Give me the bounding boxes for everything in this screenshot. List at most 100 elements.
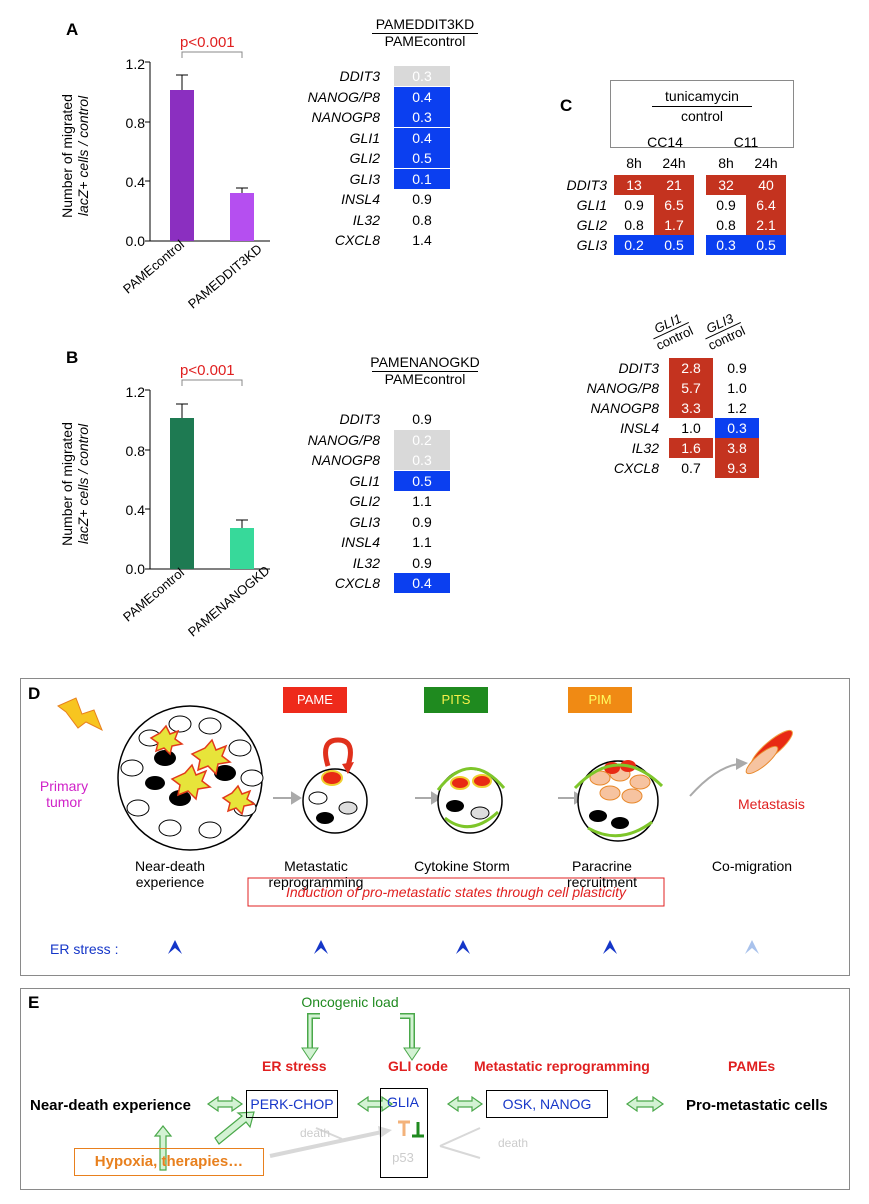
gene-value: 0.2: [394, 429, 450, 450]
gene-name: NANOG/P8: [586, 380, 659, 396]
p-value: p<0.001: [180, 362, 235, 379]
header-box: [610, 80, 794, 148]
primary-tumor-label: Primary tumor: [39, 778, 89, 810]
fold-change-cell: 3.8: [715, 438, 759, 458]
fold-change-cell: 1.0: [727, 380, 747, 396]
gene-name: INSL4: [341, 191, 380, 207]
fold-change-cell: 1.7: [654, 215, 694, 235]
gene-value: 0.5: [394, 470, 450, 491]
fold-change-cell: 0.5: [654, 235, 694, 255]
gene-value: 0.3: [394, 450, 450, 470]
gene-name: GLI2: [349, 493, 380, 509]
er-stress-label: ER stress :: [50, 941, 119, 957]
gene-name: GLI1: [576, 197, 607, 213]
stage-co-migration: Co-migration: [711, 858, 793, 874]
gene-value: 0.4: [394, 86, 450, 107]
fold-change-cell: 0.3: [706, 235, 746, 255]
er-stress-heading: ER stress: [262, 1058, 327, 1074]
gli-code-heading: GLI code: [388, 1058, 448, 1074]
ratio-bottom: PAMEcontrol: [384, 33, 466, 49]
fold-change-cell: 0.8: [624, 217, 644, 233]
gene-name: NANOGP8: [311, 109, 380, 125]
er-stress-arrow: [603, 940, 617, 954]
col-header: GLI1 control: [651, 310, 696, 353]
gene-name: GLI3: [349, 170, 380, 187]
gene-name: NANOGP8: [311, 452, 380, 468]
fold-change-cell: 1.2: [727, 400, 747, 416]
p53-label: p53: [392, 1150, 414, 1165]
y-tick: 1.2: [125, 56, 145, 72]
oncogenic-load: Oncogenic load: [301, 994, 399, 1010]
gene-name: DDIT3: [339, 68, 380, 84]
p-value: p<0.001: [180, 34, 235, 51]
gene-name: DDIT3: [618, 360, 659, 376]
gene-value: 0.5: [394, 148, 450, 168]
gene-name: CXCL8: [334, 575, 380, 591]
gene-value: 1.4: [412, 232, 432, 248]
time-label: 8h: [626, 155, 642, 171]
gene-row: GLI1 0.5: [300, 470, 460, 491]
pro-metastatic-node: Pro-metastatic cells: [686, 1097, 828, 1114]
gene-name: NANOGP8: [590, 400, 659, 416]
gene-value: 0.1: [394, 168, 450, 189]
fold-change-cell: 5.7: [669, 378, 713, 398]
stage-near-death: Near-death experience: [134, 858, 206, 890]
stage-paracrine: Paracrine recruitment: [566, 858, 638, 890]
induction-text: Induction of pro-metastatic states throu…: [285, 884, 627, 900]
stage-cytokine-storm: Cytokine Storm: [414, 858, 510, 874]
tag-pame: PAME: [283, 687, 347, 713]
gene-name: GLI3: [576, 237, 607, 253]
er-stress-arrow-faded: [745, 940, 759, 954]
gene-name: DDIT3: [339, 411, 380, 427]
gene-name: GLI2: [349, 150, 380, 166]
panel-e-diagram: [153, 1013, 665, 1171]
fold-change-cell: 3.3: [669, 398, 713, 418]
time-label: 8h: [718, 155, 734, 171]
gene-name: DDIT3: [566, 177, 607, 193]
fold-change-cell: 0.2: [614, 235, 654, 255]
hypoxia-box: Hypoxia, therapies…: [74, 1148, 264, 1176]
er-stress-arrow: [456, 940, 470, 954]
gene-name: GLI2: [576, 217, 607, 233]
gene-value: 0.4: [394, 127, 450, 148]
gene-name: NANOG/P8: [307, 88, 380, 105]
gene-name: INSL4: [341, 534, 380, 550]
ratio-top: PAMEDDIT3KD: [375, 16, 475, 32]
y-tick: 0.8: [125, 443, 145, 459]
gene-value: 0.9: [412, 513, 432, 530]
gene-name: GLI1: [349, 472, 380, 489]
gene-value: 1.1: [412, 493, 432, 509]
fold-change-cell: 0.9: [727, 360, 747, 376]
osk-nanog-box: OSK, NANOG: [486, 1090, 608, 1118]
panel-b-bar-chart: [145, 379, 270, 570]
fold-change-cell: 0.7: [681, 460, 701, 476]
gene-value: 0.4: [394, 573, 450, 593]
gene-row: GLI3 0.1: [300, 168, 460, 189]
fold-change-cell: 40: [746, 175, 786, 195]
time-label: 24h: [662, 155, 686, 171]
gene-name: IL32: [352, 211, 380, 228]
gene-row: NANOGP8 0.3: [300, 450, 460, 470]
fold-change-cell: 0.8: [716, 217, 736, 233]
gene-value: 0.9: [412, 191, 432, 207]
gene-row: GLI2 0.5: [300, 148, 460, 168]
death-label: death: [300, 1126, 331, 1140]
panel-d-diagram: [57, 697, 793, 954]
fold-change-cell: 1.6: [669, 438, 713, 458]
lightning-icon: [57, 697, 103, 732]
y-tick: 0.0: [125, 233, 145, 249]
bar-pame-nanogkd: [230, 528, 254, 569]
panel-a-bar-chart: [145, 51, 270, 242]
gene-row: CXCL8 0.4: [300, 573, 460, 593]
gene-row: GLI2 1.1: [300, 491, 460, 511]
fold-change-cell: 13: [614, 175, 654, 195]
group-label: CC14: [647, 134, 683, 150]
gli-a-label: GLIA: [387, 1094, 419, 1110]
gene-value: 0.9: [412, 554, 432, 571]
